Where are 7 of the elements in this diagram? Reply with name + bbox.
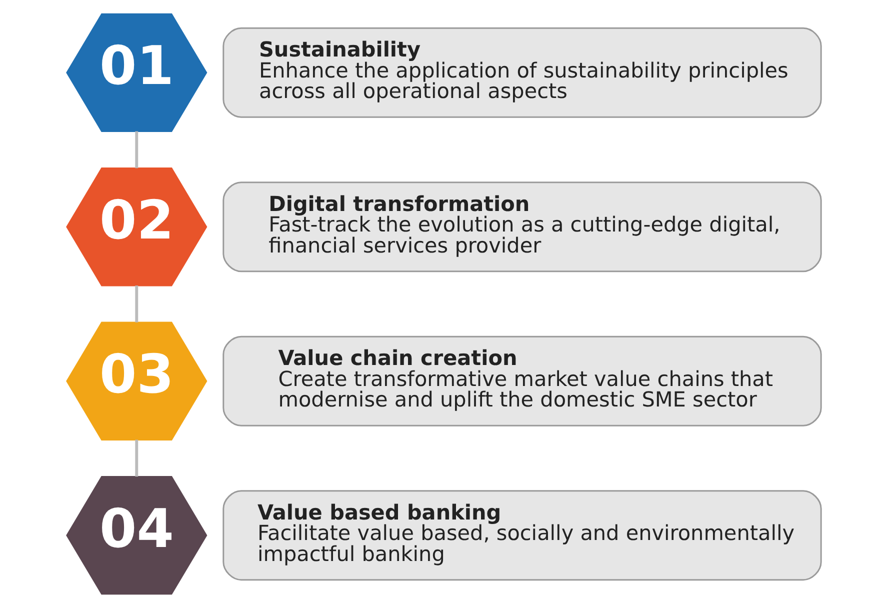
connector — [135, 131, 138, 168]
node-box: Value chain creation Create transformative market value chains that modernise and uplift the domestic SME sector — [222, 336, 822, 426]
connector — [135, 286, 138, 322]
node-box: Value based banking Facilitate value based, socially and environmentally impactful banking — [222, 490, 822, 581]
node-box: Digital transformation Fast-track the evolution as a cutting-edge digital, financial services provider — [222, 182, 822, 272]
connector — [135, 440, 138, 477]
node-box: Sustainability Enhance the application of sustainability principles across all operational aspects — [222, 27, 822, 118]
